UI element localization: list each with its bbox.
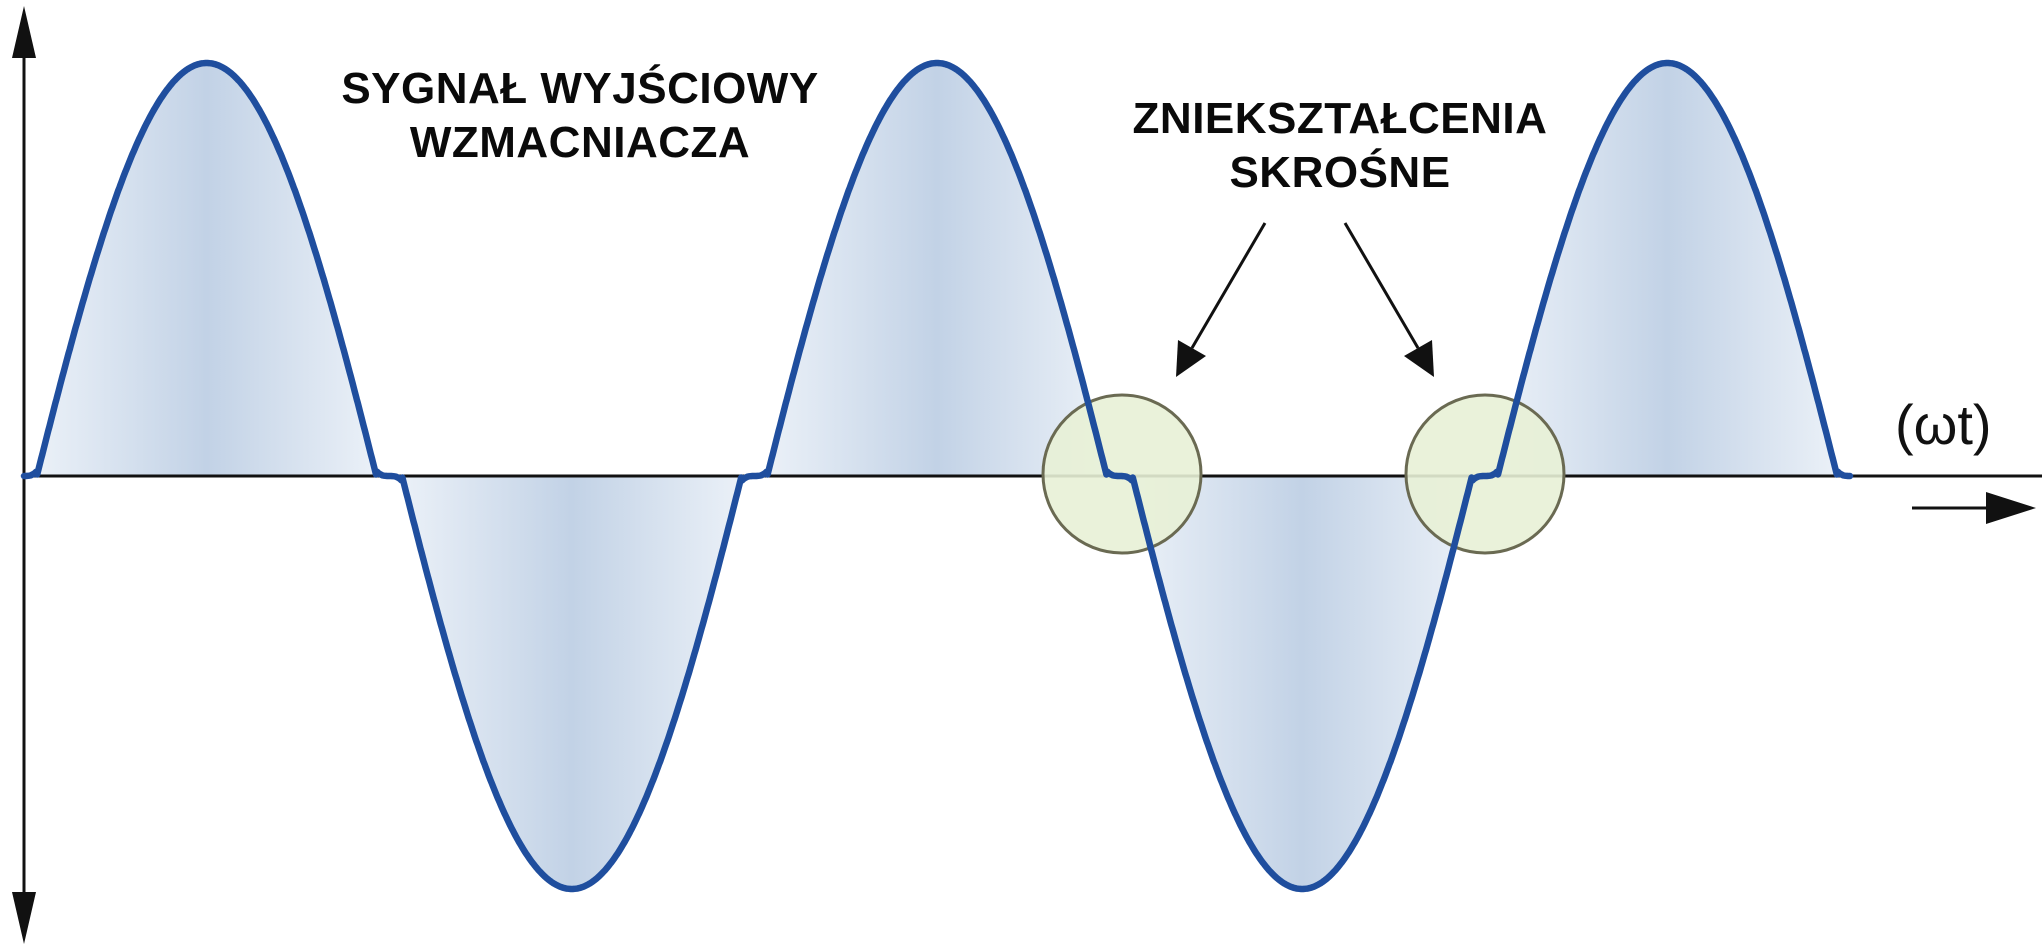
signal-label: SYGNAŁ WYJŚCIOWY WZMACNIACZA [300, 62, 860, 169]
signal-label-line-1: SYGNAŁ WYJŚCIOWY [341, 64, 819, 113]
distortion-label-line-1: ZNIEKSZTAŁCENIA [1132, 94, 1548, 143]
waveform-lobe-fill [24, 63, 390, 476]
x-axis-label: (ωt) [1895, 393, 1992, 456]
distortion-label-line-2: SKROŚNE [1229, 147, 1451, 197]
pointer-arrow-left-head [1176, 340, 1206, 377]
waveform-lobe-fill [389, 476, 755, 889]
waveform-lobe-fill [1119, 476, 1485, 889]
waveform-lobe-fill [754, 63, 1120, 476]
pointer-arrow-left-line [1190, 222, 1267, 349]
distortion-label: ZNIEKSZTAŁCENIA SKROŚNE [1060, 92, 1620, 199]
signal-label-line-2: WZMACNIACZA [409, 117, 751, 167]
y-axis-arrow-up [12, 6, 36, 58]
pointer-arrow-right-head [1404, 340, 1434, 377]
time-direction-arrow-head [1986, 492, 2036, 524]
y-axis-arrow-down [12, 892, 36, 944]
amplifier-output-waveform [20, 59, 1854, 893]
waveform-lobe-fill [1484, 63, 1850, 476]
pointer-arrow-right-line [1343, 222, 1420, 349]
waveform-fill-areas [24, 63, 1850, 889]
